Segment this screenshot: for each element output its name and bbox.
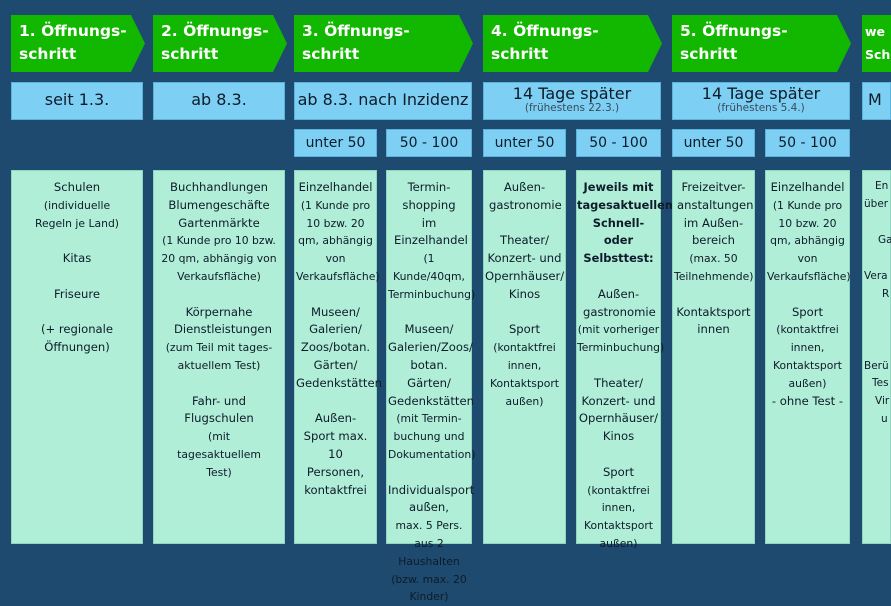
step-title: 2. Öffnungs- xyxy=(161,22,269,40)
item: (+ regionale Öffnungen) xyxy=(40,322,114,355)
item: Sport xyxy=(602,464,635,479)
step-3-50-100-content: Termin-shopping im Einzelhandel (1 Kunde… xyxy=(386,170,476,603)
step-title: schritt xyxy=(680,45,738,63)
item: Sport xyxy=(508,322,541,337)
item-fragment: Vir xyxy=(875,395,890,407)
item-note: (zum Teil mit tages-aktuellem Test) xyxy=(165,341,273,372)
item-fragment: Tes xyxy=(872,377,889,389)
item: Fahr- und Flugschulen xyxy=(184,393,254,426)
step-6-date: M xyxy=(862,82,891,120)
step-title: schritt xyxy=(302,45,360,63)
incidence-50-100: 50 - 100 xyxy=(765,129,850,157)
incidence-50-100: 50 - 100 xyxy=(576,129,661,157)
date-label: M xyxy=(868,90,882,109)
step-title: Sch xyxy=(865,47,891,62)
item: Einzelhandel xyxy=(298,180,373,194)
item: Termin-shopping im Einzelhandel xyxy=(394,180,468,248)
item: - ohne Test - xyxy=(771,393,844,408)
step-4-date: 14 Tage später(frühestens 22.3.) xyxy=(483,82,661,120)
step-2-header: 2. Öffnungs-schritt xyxy=(153,15,287,72)
step-5-header: 5. Öffnungs-schritt xyxy=(672,15,851,72)
item: Einzelhandel xyxy=(770,180,845,194)
item-note: (kontaktfrei innen, Kontaktsport außen) xyxy=(772,323,843,390)
step-1-content: Schulen (individuelle Regeln je Land) Ki… xyxy=(11,170,143,544)
incidence-under-50: unter 50 xyxy=(294,129,377,157)
date-sublabel: (frühestens 22.3.) xyxy=(524,102,620,114)
item: Außen-Sport max. 10 Personen, kontaktfre… xyxy=(303,411,368,497)
step-title: we xyxy=(865,24,886,39)
item-note: (1 Kunde/40qm, Terminbuchung) xyxy=(388,252,476,301)
item-fragment: R xyxy=(882,288,890,300)
item: Körpernahe Dienstleistungen xyxy=(174,304,272,337)
item: Gartenmärkte xyxy=(178,215,260,230)
step-title: schritt xyxy=(161,45,219,63)
item-note: (1 Kunde pro 10 bzw. 20 qm, abhängig von… xyxy=(767,198,851,283)
step-3-date: ab 8.3. nach Inzidenz xyxy=(294,82,472,120)
incidence-under-50: unter 50 xyxy=(672,129,755,157)
item-fragment: über xyxy=(864,198,889,210)
step-4-under50-content: Außen-gastronomie Theater/ Konzert- und … xyxy=(483,170,566,544)
item-note: (1 Kunde pro 10 bzw. 20 qm, abhängig von… xyxy=(296,198,380,283)
step-4-header: 4. Öffnungs-schritt xyxy=(483,15,662,72)
incidence-50-100: 50 - 100 xyxy=(386,129,472,157)
item-note: (mit Termin-buchung und Dokumentation) xyxy=(388,412,476,461)
step-5-50-100-content: Einzelhandel (1 Kunde pro 10 bzw. 20 qm,… xyxy=(765,170,851,544)
step-2-content: Buchhandlungen Blumengeschäfte Gartenmär… xyxy=(153,170,285,544)
item-note: max. 5 Pers. aus 2 Haushalten (bzw. max.… xyxy=(391,519,467,604)
item: Friseure xyxy=(54,286,100,301)
incidence-under-50: unter 50 xyxy=(483,129,566,157)
step-title: 3. Öffnungs- xyxy=(302,22,410,40)
item-note: (kontaktfrei innen, Kontaktsport außen) xyxy=(489,341,560,408)
item: Buchhandlungen xyxy=(170,180,268,194)
item: Kontaktsport innen xyxy=(676,304,751,337)
step-title: schritt xyxy=(491,45,549,63)
step-3-header: 3. Öffnungs-schritt xyxy=(294,15,473,72)
item: Freizeitver-anstaltungen im Außen-bereic… xyxy=(677,180,754,248)
step-title: 4. Öffnungs- xyxy=(491,22,599,40)
step-6-content xyxy=(862,170,891,544)
item: Kitas xyxy=(62,251,92,266)
item: Sport xyxy=(791,304,824,319)
step-3-under50-content: Einzelhandel (1 Kunde pro 10 bzw. 20 qm,… xyxy=(294,170,382,544)
item: Blumengeschäfte xyxy=(168,197,270,212)
item: Theater/ Konzert- und Opernhäuser/ Kinos xyxy=(578,375,659,444)
date-label: ab 8.3. nach Inzidenz xyxy=(297,90,469,109)
step-5-under50-content: Freizeitver-anstaltungen im Außen-bereic… xyxy=(672,170,755,544)
item-note: (individuelle Regeln je Land) xyxy=(34,198,120,230)
item-note: (max. 50 Teilnehmende) xyxy=(674,252,754,283)
item-note: (kontaktfrei innen, Kontaktsport außen) xyxy=(583,483,654,550)
item-fragment: Berü xyxy=(864,360,889,372)
date-label: 14 Tage später xyxy=(701,84,821,103)
item-fragment: Vera xyxy=(864,270,888,282)
item: Museen/ Galerien/Zoos/ botan. Gärten/ Ge… xyxy=(388,322,474,408)
step-1-date: seit 1.3. xyxy=(11,82,143,120)
step-1-header: 1. Öffnungs-schritt xyxy=(11,15,145,72)
test-requirement: Jeweils mit tagesaktuellem Schnell- oder… xyxy=(577,179,677,268)
item: Schulen xyxy=(53,180,101,194)
step-2-date: ab 8.3. xyxy=(153,82,285,120)
date-label: seit 1.3. xyxy=(44,90,110,109)
item-fragment: Ga xyxy=(878,234,891,246)
item-fragment: u xyxy=(881,413,888,425)
item-note: (mit vorheriger Terminbuchung) xyxy=(577,323,665,355)
test-requirement-text: Jeweils mit tagesaktuellem Schnell- oder… xyxy=(577,180,677,266)
item: Außen-gastronomie xyxy=(489,180,562,212)
step-title: schritt xyxy=(19,45,77,63)
step-title: 5. Öffnungs- xyxy=(680,22,788,40)
item: Außen-gastronomie xyxy=(583,286,656,319)
item-note: (1 Kunde pro 10 bzw. 20 qm, abhängig von… xyxy=(161,234,277,283)
date-label: 14 Tage später xyxy=(512,84,632,103)
date-sublabel: (frühestens 5.4.) xyxy=(717,102,805,114)
item: Individualsport außen, xyxy=(388,482,475,515)
item-fragment: En xyxy=(875,180,889,192)
item-note: (mit tagesaktuellem Test) xyxy=(177,430,261,479)
date-label: ab 8.3. xyxy=(191,90,247,109)
item: Theater/ Konzert- und Opernhäuser/ Kinos xyxy=(485,233,565,301)
item: Museen/ Galerien/ Zoos/botan. Gärten/ Ge… xyxy=(296,304,382,390)
step-4-50-100-content: Jeweils mit tagesaktuellem Schnell- oder… xyxy=(576,170,677,550)
step-title: 1. Öffnungs- xyxy=(19,22,127,40)
step-5-date: 14 Tage später(frühestens 5.4.) xyxy=(672,82,850,120)
